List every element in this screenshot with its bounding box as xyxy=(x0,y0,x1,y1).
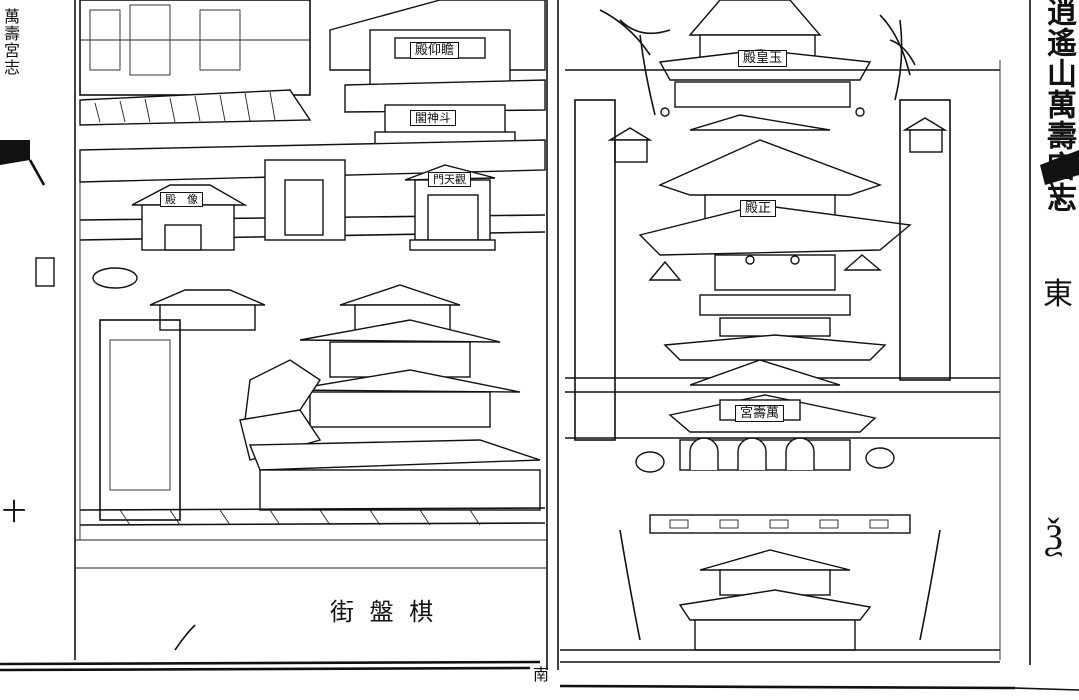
left-margin-text: 萬壽宮志 xyxy=(1,8,20,76)
left-margin-number: 十 xyxy=(2,498,26,526)
side-label-east: 東 xyxy=(1043,277,1073,312)
street-label: 街 盤 棋 xyxy=(330,598,438,626)
plaque-main-hall: 殿正 xyxy=(740,200,777,217)
plaque-wanshou-gate: 宮壽萬 xyxy=(735,405,785,422)
title-vertical: 逍遙山萬壽宮志 xyxy=(1041,0,1076,213)
left-page-illustration xyxy=(79,0,546,651)
left-margin-tab xyxy=(0,140,55,287)
right-page-illustration xyxy=(560,0,1001,663)
plaque-left-gate: 門天觀 xyxy=(428,172,471,187)
page-mark: Ѯ xyxy=(1045,517,1064,558)
plaque-zhanyang-hall: 殿仰瞻 xyxy=(410,42,460,59)
plaque-left-small-hall: 殿 像 xyxy=(160,192,203,207)
plaque-yuhuang-hall: 殿皇玉 xyxy=(738,50,788,67)
right-margin-tab xyxy=(1040,150,1079,206)
plaque-tower: 閣神斗 xyxy=(410,110,457,126)
south-mark: 南 xyxy=(533,665,550,684)
